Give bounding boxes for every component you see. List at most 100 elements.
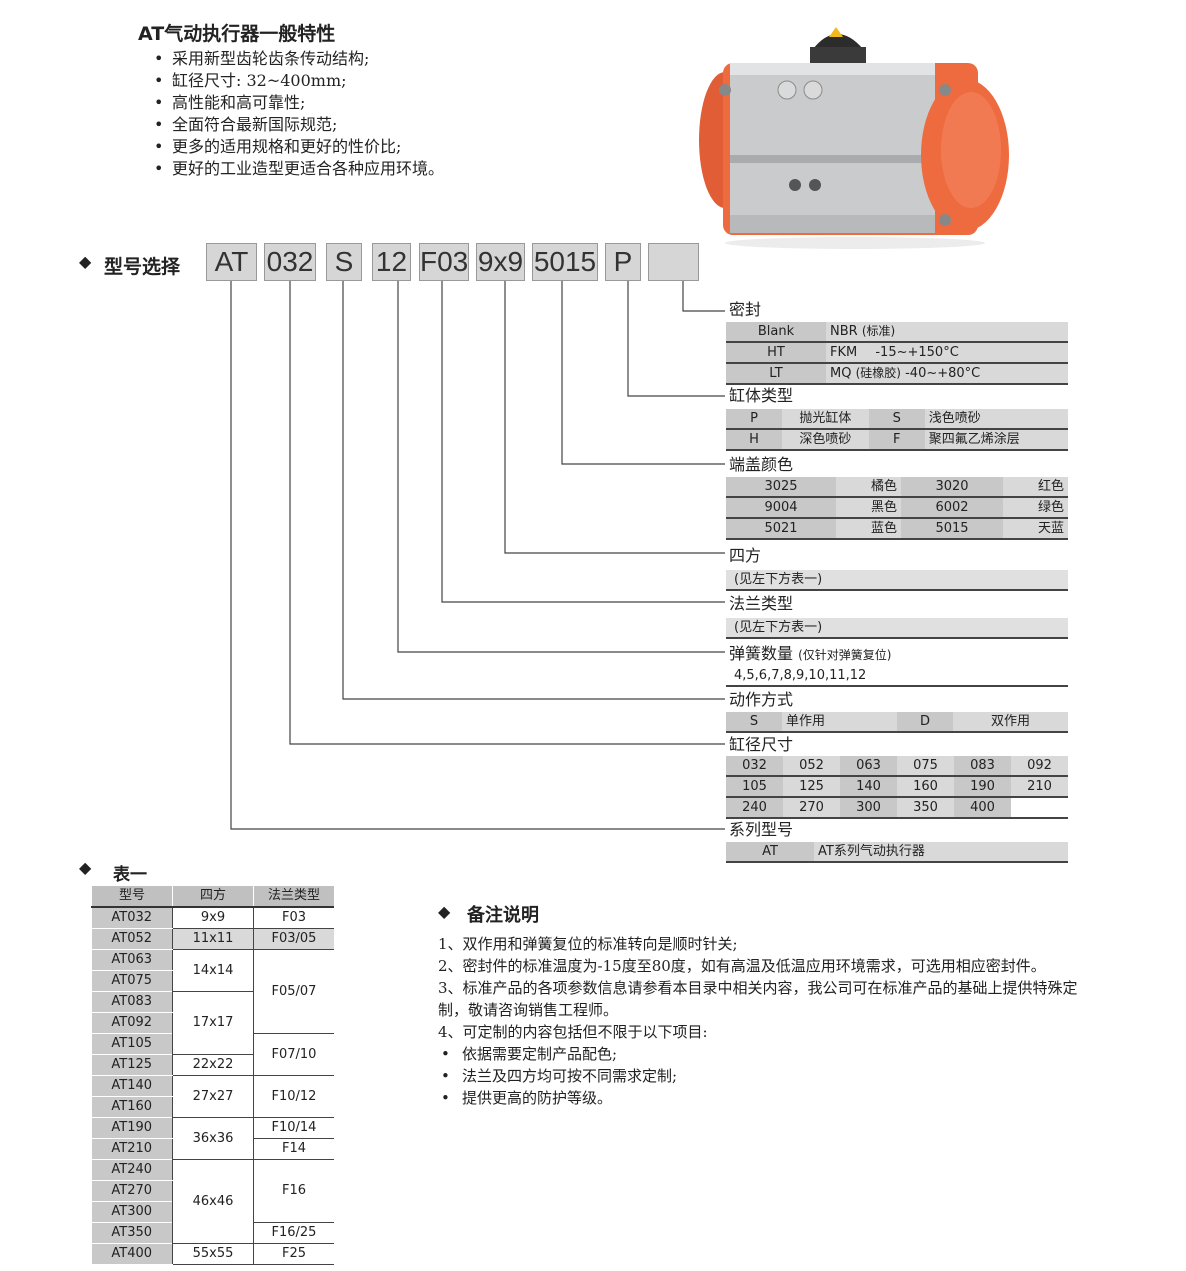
- color-code: 3020: [901, 477, 1003, 498]
- color-code: 6002: [901, 497, 1003, 519]
- table-row: 032 052 063 075 083 092: [726, 756, 1068, 777]
- model-diamond-icon: ◆: [79, 252, 92, 271]
- color-name: 天蓝: [1003, 518, 1068, 540]
- table-row: AT400 55x55 F25: [91, 1243, 334, 1265]
- table-row: 240 270 300 350 400: [726, 797, 1068, 819]
- table-row: AT075: [91, 970, 335, 992]
- table1-diamond-icon: ◆: [79, 858, 92, 877]
- notes-bullets: 依据需要定制产品配色; 法兰及四方均可按不同需求定制; 提供更高的防护等级。: [438, 1043, 1078, 1109]
- code-spring: 12: [372, 243, 411, 281]
- series-table: AT AT系列气动执行器: [726, 842, 1068, 863]
- table1: 型号 四方 法兰类型 AT032 9x9 F03 AT052 11x11 F03…: [91, 886, 334, 1265]
- table1-header: 型号: [91, 886, 173, 908]
- note-paragraph: 1、双作用和弹簧复位的标准转向是顺时针关;: [438, 935, 738, 953]
- bore-value: 083: [954, 756, 1011, 777]
- table-row: S 单作用 D 双作用: [726, 712, 1068, 733]
- table1-model: AT125: [91, 1054, 173, 1076]
- color-code: 5015: [901, 518, 1003, 540]
- square-note: (见左下方表一): [726, 570, 1068, 591]
- bore-value: 240: [726, 797, 783, 819]
- bore-value: 400: [954, 797, 1011, 819]
- table-row: AT210 F14: [91, 1138, 334, 1160]
- table-row: AT083 17x17: [91, 991, 335, 1055]
- table-row: LT MQ (硅橡胶) -40~+80°C: [726, 363, 1068, 385]
- seal-label: 密封: [729, 300, 762, 319]
- bore-value: 105: [726, 776, 783, 798]
- table-row: AT140 27x27 F10/12: [91, 1075, 334, 1118]
- color-code: 9004: [726, 497, 836, 519]
- code-series: AT: [206, 243, 257, 281]
- bore-value: 032: [726, 756, 783, 777]
- table-row: 5021 蓝色 5015 天蓝: [726, 518, 1068, 540]
- body-desc: 聚四氟乙烯涂层: [924, 429, 1068, 451]
- bore-value: 075: [897, 756, 954, 777]
- note-bullet: 法兰及四方均可按不同需求定制;: [438, 1065, 1078, 1087]
- table1-model: AT400: [91, 1243, 173, 1265]
- color-name: 橘色: [836, 477, 901, 498]
- feature-item: 全面符合最新国际规范;: [152, 114, 444, 136]
- bore-value: 125: [783, 776, 840, 798]
- table1-model: AT160: [91, 1096, 173, 1118]
- color-name: 绿色: [1003, 497, 1068, 519]
- table1-model: AT075: [91, 970, 173, 992]
- table1-model: AT092: [91, 1012, 173, 1034]
- action-desc: 单作用: [782, 712, 897, 733]
- bore-label: 缸径尺寸: [729, 735, 794, 754]
- table1-flange: F16: [253, 1159, 334, 1223]
- note-paragraph: 2、密封件的标准温度为-15度至80度，如有高温及低温应用环境需求，可选用相应密…: [438, 957, 1046, 975]
- table1-model: AT350: [91, 1222, 173, 1244]
- bore-value: 052: [783, 756, 840, 777]
- bore-value: 092: [1011, 756, 1068, 777]
- table1-flange: F16/25: [253, 1222, 334, 1244]
- square-label: 四方: [729, 546, 762, 565]
- notes-body: 1、双作用和弹簧复位的标准转向是顺时针关; 2、密封件的标准温度为-15度至80…: [438, 933, 1078, 1109]
- table1-model: AT210: [91, 1138, 173, 1160]
- table1-square: 36x36: [172, 1117, 254, 1160]
- action-code: D: [897, 712, 953, 733]
- table1-flange: F03/05: [253, 928, 334, 950]
- feature-item: 高性能和高可靠性;: [152, 92, 444, 114]
- table-row: AT240 46x46 F16: [91, 1159, 334, 1244]
- table1-model: AT270: [91, 1180, 173, 1202]
- body-type-table: P 抛光缸体 S 浅色喷砂 H 深色喷砂 F 聚四氟乙烯涂层: [726, 409, 1068, 451]
- features-list: 采用新型齿轮齿条传动结构; 缸径尺寸: 32~400mm; 高性能和高可靠性; …: [152, 48, 444, 180]
- seal-code: LT: [726, 363, 826, 385]
- table1-square: 14x14: [172, 949, 254, 992]
- table1-flange: F25: [253, 1243, 334, 1265]
- spring-values: 4,5,6,7,8,9,10,11,12: [726, 666, 1068, 687]
- table1-square: 55x55: [172, 1243, 254, 1265]
- table-row: 3025 橘色 3020 红色: [726, 477, 1068, 498]
- feature-item: 更好的工业造型更适合各种应用环境。: [152, 158, 444, 180]
- table-row: 型号 四方 法兰类型: [91, 886, 334, 908]
- table1-flange: F14: [253, 1138, 334, 1160]
- note-paragraph: 4、可定制的内容包括但不限于以下项目:: [438, 1023, 708, 1041]
- color-name: 红色: [1003, 477, 1068, 498]
- table1-flange: F07/10: [253, 1033, 334, 1076]
- note-bullet: 依据需要定制产品配色;: [438, 1043, 1078, 1065]
- seal-material: FKM -15~+150°C: [826, 342, 1068, 364]
- table1-header: 法兰类型: [253, 886, 334, 908]
- color-code: 5021: [726, 518, 836, 540]
- bore-value: 063: [840, 756, 897, 777]
- bore-value: 190: [954, 776, 1011, 798]
- table-row: AT AT系列气动执行器: [726, 842, 1068, 863]
- action-desc: 双作用: [953, 712, 1068, 733]
- table-row: AT032 9x9 F03: [91, 907, 334, 929]
- code-bore: 032: [264, 243, 316, 281]
- cap-color-label: 端盖颜色: [729, 455, 794, 474]
- table1-square: 9x9: [172, 907, 254, 929]
- note-bullet: 提供更高的防护等级。: [438, 1087, 1078, 1109]
- seal-code: Blank: [726, 322, 826, 343]
- bore-value: 140: [840, 776, 897, 798]
- table1-model: AT190: [91, 1117, 173, 1139]
- table-row: AT190 36x36 F10/14: [91, 1117, 334, 1160]
- table1-title: 表一: [113, 865, 147, 885]
- body-code: S: [868, 409, 925, 430]
- cap-color-table: 3025 橘色 3020 红色 9004 黑色 6002 绿色 5021 蓝色 …: [726, 477, 1068, 540]
- table-row: AT125 22x22: [91, 1054, 335, 1076]
- bore-value: 350: [897, 797, 954, 819]
- table-row: AT092: [91, 1012, 335, 1034]
- flange-label: 法兰类型: [729, 594, 794, 613]
- table1-model: AT140: [91, 1075, 173, 1097]
